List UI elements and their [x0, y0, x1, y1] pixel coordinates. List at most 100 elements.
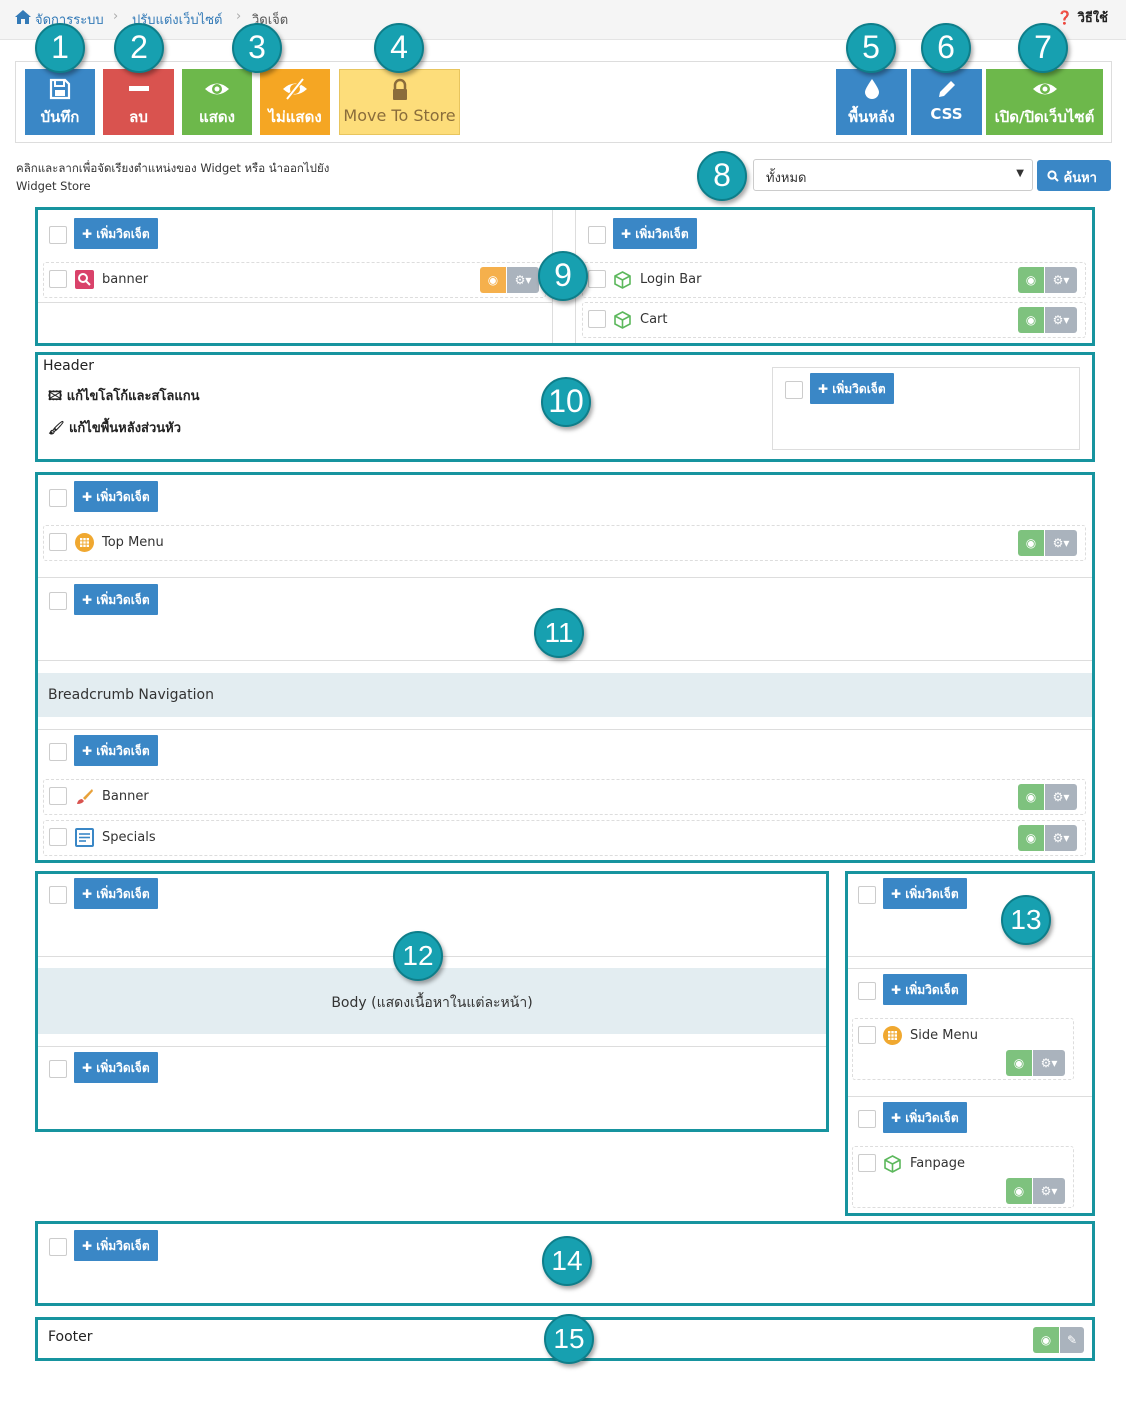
show-toggle-button[interactable]: ◉ — [1018, 825, 1044, 851]
select-checkbox[interactable] — [858, 886, 876, 904]
select-checkbox[interactable] — [49, 489, 67, 507]
widget-checkbox[interactable] — [588, 310, 606, 328]
top-bar: จัดการระบบ › ปรับแต่งเว็บไซต์ › วิดเจ็ต … — [0, 0, 1126, 40]
add-widget-button[interactable]: ✚ เพิ่มวิดเจ็ต — [74, 878, 158, 909]
row-divider — [848, 956, 1092, 957]
plus-icon: ✚ — [82, 593, 93, 607]
select-checkbox[interactable] — [49, 1060, 67, 1078]
settings-dropdown-button[interactable]: ⚙▾ — [1045, 267, 1077, 293]
widget-checkbox[interactable] — [588, 270, 606, 288]
widget-checkbox[interactable] — [49, 270, 67, 288]
widget-row[interactable] — [43, 525, 1086, 561]
widget-row[interactable] — [582, 302, 1086, 338]
callout-13: 13 — [1001, 895, 1051, 945]
hide-toggle-button[interactable]: ◉ — [480, 267, 506, 293]
show-toggle-button[interactable]: ◉ — [1033, 1327, 1059, 1353]
background-button[interactable]: พื้นหลัง — [836, 69, 907, 135]
add-widget-button[interactable]: ✚ เพิ่มวิดเจ็ต — [613, 218, 697, 249]
add-widget-button[interactable]: ✚ เพิ่มวิดเจ็ต — [883, 878, 967, 909]
add-widget-button[interactable]: ✚ เพิ่มวิดเจ็ต — [74, 584, 158, 615]
search-icon — [1047, 170, 1059, 186]
edit-footer-button[interactable]: ✎ — [1060, 1327, 1084, 1353]
add-widget-button[interactable]: ✚ เพิ่มวิดเจ็ต — [74, 735, 158, 766]
select-checkbox[interactable] — [49, 1238, 67, 1256]
show-toggle-button[interactable]: ◉ — [1018, 267, 1044, 293]
widget-checkbox[interactable] — [49, 828, 67, 846]
show-toggle-button[interactable]: ◉ — [1006, 1050, 1032, 1076]
hide-button[interactable]: ไม่แสดง — [260, 69, 330, 135]
edit-logo-link[interactable]: 🖾 แก้ไขโลโก้และสโลแกน — [48, 385, 200, 409]
widget-name: Specials — [102, 830, 156, 845]
widget-checkbox[interactable] — [858, 1026, 876, 1044]
add-widget-label: เพิ่มวิดเจ็ต — [832, 382, 886, 396]
delete-button[interactable]: ลบ — [103, 69, 174, 135]
widget-row[interactable] — [582, 262, 1086, 298]
widget-row[interactable] — [43, 779, 1086, 815]
settings-dropdown-button[interactable]: ⚙▾ — [1045, 825, 1077, 851]
callout-5: 5 — [846, 23, 896, 73]
widget-filter-select[interactable]: ทั้งหมด ▼ — [753, 159, 1033, 191]
widget-checkbox[interactable] — [49, 787, 67, 805]
search-button[interactable]: ค้นหา — [1037, 160, 1111, 191]
settings-dropdown-button[interactable]: ⚙▾ — [507, 267, 539, 293]
callout-11: 11 — [534, 608, 584, 658]
add-widget-label: เพิ่มวิดเจ็ต — [905, 887, 959, 901]
body-frame — [35, 871, 829, 1132]
widget-checkbox[interactable] — [49, 533, 67, 551]
add-widget-button[interactable]: ✚ เพิ่มวิดเจ็ต — [74, 1230, 158, 1261]
add-widget-button[interactable]: ✚ เพิ่มวิดเจ็ต — [883, 1102, 967, 1133]
select-checkbox[interactable] — [49, 886, 67, 904]
select-checkbox[interactable] — [858, 1110, 876, 1128]
widget-row[interactable] — [43, 262, 546, 298]
drag-hint: คลิกและลากเพื่อจัดเรียงตำแหน่งของ Widget… — [16, 161, 330, 193]
show-button[interactable]: แสดง — [182, 69, 252, 135]
edit-logo-label: แก้ไขโลโก้และสโลแกน — [66, 389, 200, 404]
show-toggle-button[interactable]: ◉ — [1006, 1178, 1032, 1204]
plus-icon: ✚ — [891, 983, 902, 997]
widget-checkbox[interactable] — [858, 1154, 876, 1172]
add-widget-button[interactable]: ✚ เพิ่มวิดเจ็ต — [74, 1052, 158, 1083]
widget-name: banner — [102, 272, 149, 287]
save-button[interactable]: บันทึก — [25, 69, 95, 135]
home-icon[interactable] — [14, 9, 32, 29]
add-widget-label: เพิ่มวิดเจ็ต — [905, 1111, 959, 1125]
select-checkbox[interactable] — [49, 226, 67, 244]
select-checkbox[interactable] — [785, 381, 803, 399]
help-link[interactable]: ❓ วิธีใช้ — [1057, 7, 1108, 28]
widget-name: Top Menu — [102, 535, 164, 550]
widget-row[interactable] — [43, 820, 1086, 856]
add-widget-button[interactable]: ✚ เพิ่มวิดเจ็ต — [74, 481, 158, 512]
select-checkbox[interactable] — [858, 982, 876, 1000]
brush-icon: 🖌 — [48, 421, 65, 436]
settings-dropdown-button[interactable]: ⚙▾ — [1033, 1050, 1065, 1076]
minus-icon — [103, 77, 174, 103]
callout-12: 12 — [393, 931, 443, 981]
toggle-site-button[interactable]: เปิด/ปิดเว็บไซต์ — [986, 69, 1103, 135]
filter-selected: ทั้งหมด — [766, 171, 807, 186]
add-widget-label: เพิ่มวิดเจ็ต — [96, 1061, 150, 1075]
show-toggle-button[interactable]: ◉ — [1018, 307, 1044, 333]
settings-dropdown-button[interactable]: ⚙▾ — [1045, 307, 1077, 333]
add-widget-button[interactable]: ✚ เพิ่มวิดเจ็ต — [883, 974, 967, 1005]
sidebar-frame — [845, 871, 1095, 1216]
pencil-icon — [911, 77, 982, 103]
breadcrumb-section[interactable]: ปรับแต่งเว็บไซต์ — [132, 13, 223, 28]
select-checkbox[interactable] — [588, 226, 606, 244]
callout-1: 1 — [35, 23, 85, 73]
add-widget-button[interactable]: ✚ เพิ่มวิดเจ็ต — [810, 373, 894, 404]
select-checkbox[interactable] — [49, 592, 67, 610]
edit-header-bg-link[interactable]: 🖌 แก้ไขพื้นหลังส่วนหัว — [48, 417, 181, 438]
settings-dropdown-button[interactable]: ⚙▾ — [1045, 530, 1077, 556]
settings-dropdown-button[interactable]: ⚙▾ — [1033, 1178, 1065, 1204]
show-toggle-button[interactable]: ◉ — [1018, 530, 1044, 556]
settings-dropdown-button[interactable]: ⚙▾ — [1045, 784, 1077, 810]
move-to-store-button[interactable]: Move To Store — [339, 69, 460, 135]
show-toggle-button[interactable]: ◉ — [1018, 784, 1044, 810]
background-label: พื้นหลัง — [848, 108, 895, 126]
save-label: บันทึก — [40, 108, 80, 126]
cube-icon — [613, 270, 632, 289]
css-button[interactable]: CSS — [911, 69, 982, 135]
top-navigation-frame — [35, 472, 1095, 863]
select-checkbox[interactable] — [49, 743, 67, 761]
add-widget-button[interactable]: ✚ เพิ่มวิดเจ็ต — [74, 218, 158, 249]
